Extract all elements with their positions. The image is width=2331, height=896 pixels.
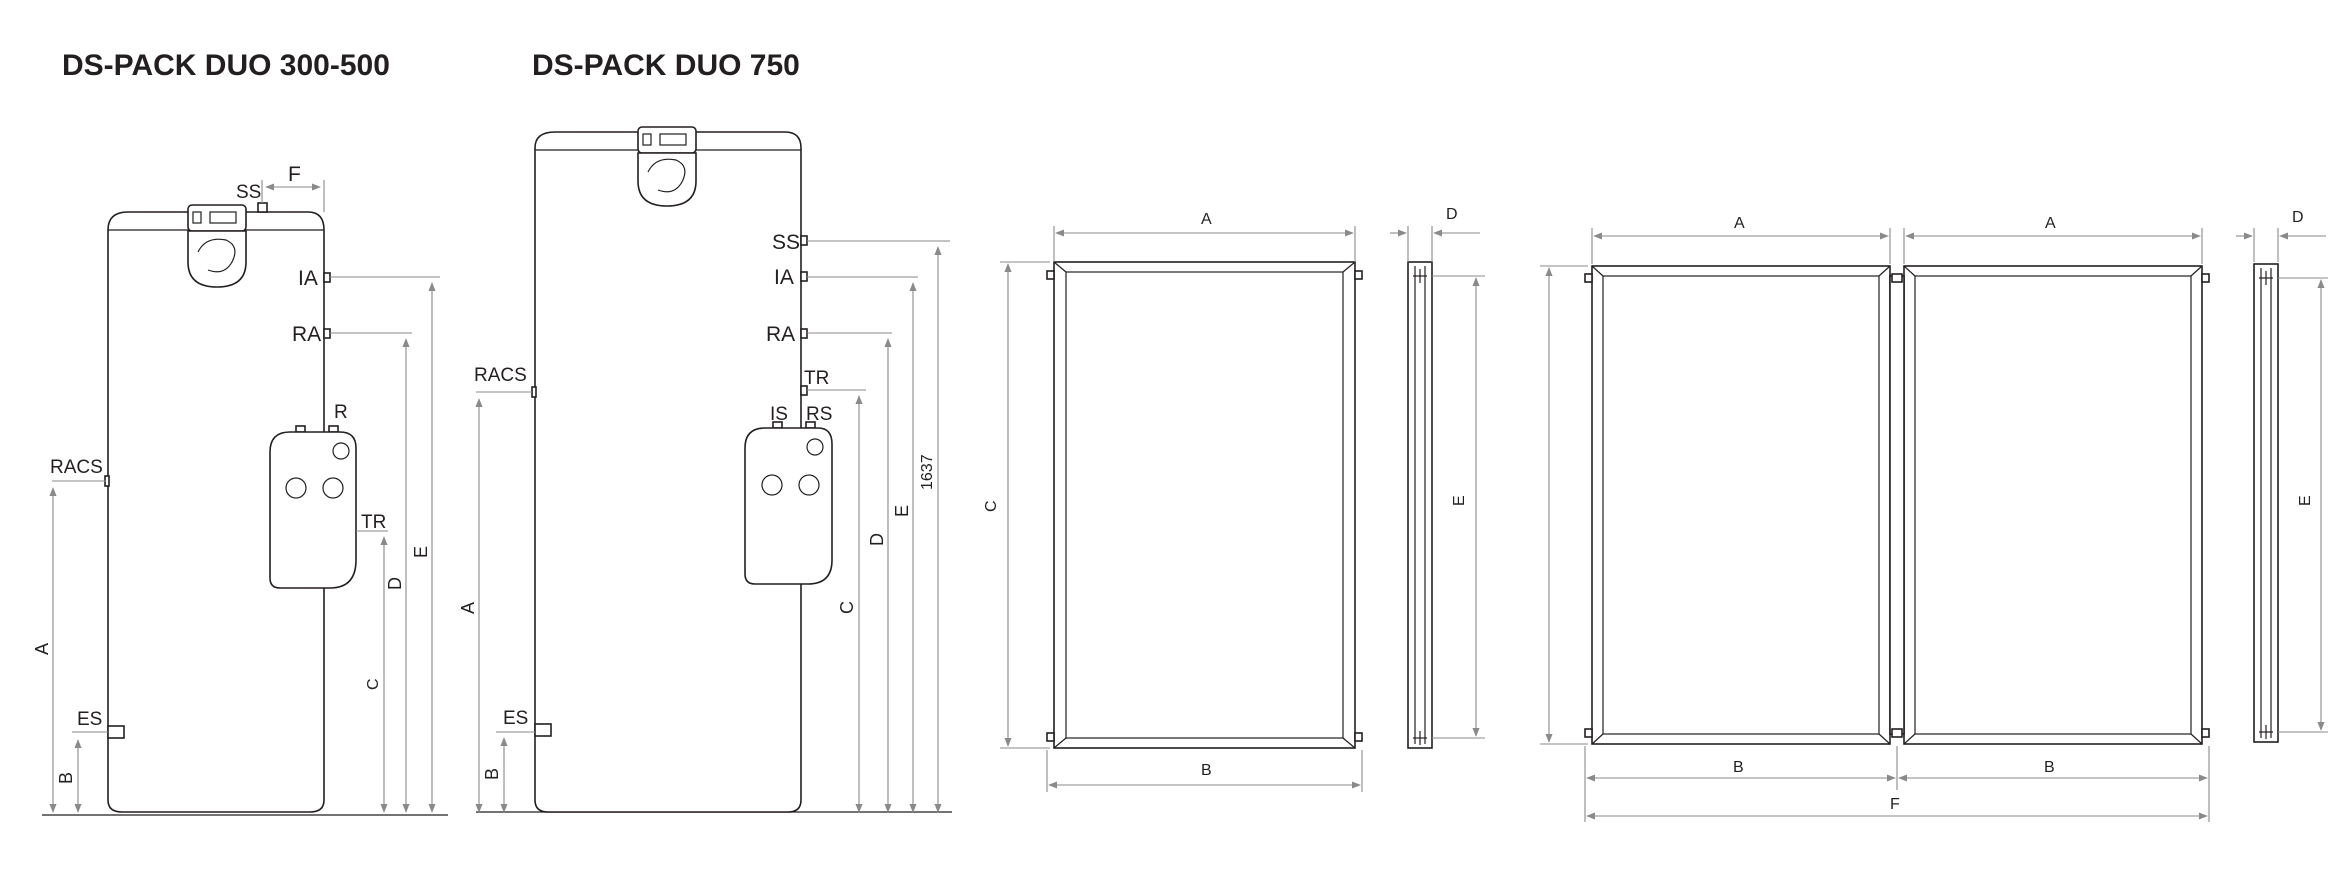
label-dim-b-left: B — [1733, 759, 1744, 776]
label-racs: RACS — [474, 365, 527, 386]
panel-connector — [1584, 728, 1593, 738]
panel-connector — [1046, 270, 1055, 280]
control-unit — [637, 126, 697, 207]
es-connector — [534, 723, 552, 737]
label-ra: RA — [766, 323, 795, 346]
panel-glass-left — [1602, 275, 1880, 735]
tank-body — [107, 211, 325, 813]
label-tr: TR — [361, 512, 386, 533]
panel-connector — [1354, 270, 1363, 280]
label-dim-b: B — [56, 772, 76, 784]
label-racs: RACS — [50, 457, 103, 478]
label-dim-e: E — [2297, 495, 2314, 506]
label-dim-b: B — [482, 768, 502, 780]
label-rs: RS — [806, 404, 832, 425]
solar-panel-double: A A B B F D E — [1540, 209, 2328, 822]
control-unit — [187, 204, 247, 288]
label-ia: IA — [298, 267, 318, 290]
label-dim-a: A — [458, 602, 478, 614]
label-dim-e: E — [892, 505, 912, 517]
solar-panel-single: A B C D E — [983, 206, 1485, 792]
label-is: IS — [770, 404, 788, 425]
ss-connector — [257, 202, 268, 213]
panel-connector — [2201, 273, 2210, 283]
label-ia: IA — [774, 266, 794, 289]
label-dim-a-left: A — [1734, 215, 1745, 232]
tank-duo-300-500: SS F IA RA R RACS TR ES A B C D E — [32, 163, 448, 816]
label-tr: TR — [804, 368, 829, 389]
label-ss: SS — [772, 231, 800, 254]
panel-coupling — [1889, 275, 1905, 735]
panel-connector — [1046, 732, 1055, 742]
tank-duo-750: SS IA RA RACS TR IS RS ES A B C D E 1637 — [458, 126, 952, 813]
racs-connector — [531, 386, 537, 398]
tank-body — [534, 131, 802, 813]
heat-exchanger-box — [269, 425, 357, 589]
panel-side-view — [2253, 263, 2279, 743]
ra-connector — [800, 328, 808, 339]
panel-side-view — [1407, 261, 1433, 749]
label-dim-e: E — [1451, 495, 1468, 506]
label-dim-d: D — [2292, 209, 2304, 226]
label-es: ES — [77, 709, 102, 730]
label-dim-d: D — [385, 577, 405, 590]
label-f: F — [288, 163, 301, 186]
ss-connector — [800, 235, 808, 246]
heat-exchanger-box — [744, 421, 833, 585]
panel-frame-right — [1903, 265, 2203, 745]
panel-connector — [1354, 732, 1363, 742]
ra-connector — [323, 328, 331, 339]
es-connector — [107, 725, 125, 739]
label-dim-1637: 1637 — [919, 454, 936, 490]
label-dim-a: A — [32, 643, 52, 655]
label-dim-d: D — [1446, 206, 1458, 223]
label-dim-c: C — [983, 500, 1000, 512]
label-dim-b: B — [1201, 762, 1212, 779]
label-r: R — [334, 402, 348, 423]
panel-frame-left — [1591, 265, 1891, 745]
label-dim-d: D — [867, 533, 887, 546]
ia-connector — [800, 271, 808, 282]
panel-frame — [1053, 261, 1356, 749]
label-dim-a-right: A — [2045, 215, 2056, 232]
label-dim-a: A — [1201, 211, 1212, 228]
label-ss: SS — [236, 182, 261, 203]
label-dim-c: C — [365, 678, 382, 690]
label-dim-b-right: B — [2044, 759, 2055, 776]
label-dim-c: C — [837, 601, 857, 614]
panel-connector — [1584, 273, 1593, 283]
panel-connector — [2201, 728, 2210, 738]
label-es: ES — [503, 708, 528, 729]
panel-glass-right — [1914, 275, 2192, 735]
label-dim-f: F — [1890, 796, 1900, 813]
title-duo-750: DS-PACK DUO 750 — [532, 49, 800, 82]
title-duo-300-500: DS-PACK DUO 300-500 — [62, 49, 390, 82]
ia-connector — [323, 272, 331, 283]
label-ra: RA — [292, 323, 321, 346]
panel-glass — [1065, 271, 1344, 739]
label-dim-e: E — [411, 546, 431, 558]
